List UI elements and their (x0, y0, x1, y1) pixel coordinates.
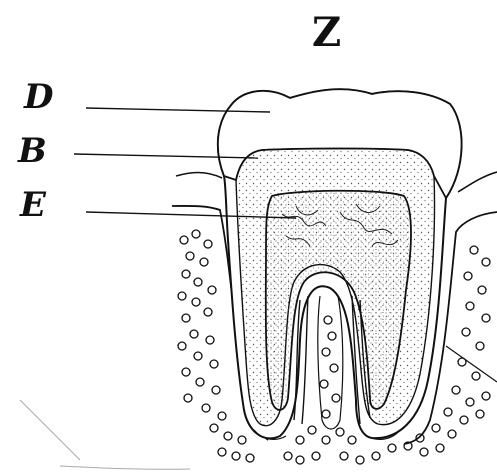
diagram-title: Z (312, 9, 341, 56)
label-b: B (17, 131, 47, 171)
scan-artifact (20, 400, 190, 469)
bone-cells-bottom (218, 444, 444, 464)
label-e: E (19, 185, 47, 225)
label-d: D (23, 77, 54, 117)
